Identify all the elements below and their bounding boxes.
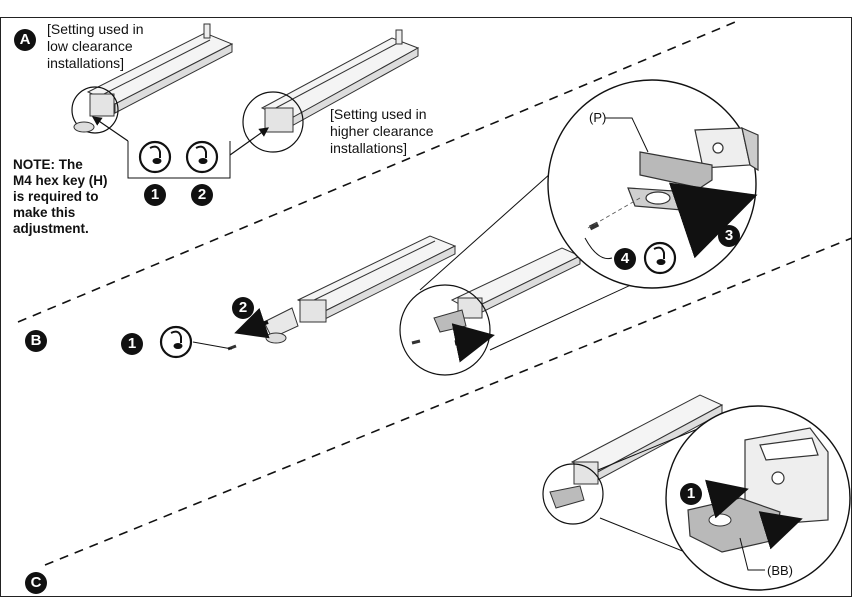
arrow-to-high: [229, 127, 269, 156]
arrow-insert-2: [758, 511, 803, 550]
step-b-2: 2: [232, 297, 254, 319]
step-a-2: 2: [191, 184, 213, 206]
rotate-cw-icon: [185, 140, 219, 174]
divider-b-c: [44, 237, 852, 566]
leader-screw: [192, 341, 233, 350]
bracket-assembled: [433, 247, 582, 333]
leader-bb: [739, 537, 765, 571]
arrow-remove-plate: [234, 307, 270, 339]
bracket-low-clearance: [86, 23, 234, 117]
divider-a-b: [17, 19, 741, 323]
arrow-insert-1: [705, 479, 749, 519]
arrow-to-low: [92, 116, 129, 142]
bracket-high-clearance: [260, 29, 420, 133]
washer-exploded: [265, 332, 287, 344]
caption-high-clearance: [Setting used in higher clearance instal…: [330, 106, 434, 156]
plate-bb-hole: [708, 513, 732, 527]
screw-small: [411, 339, 421, 345]
step-c-1: 1: [680, 483, 702, 505]
section-b-badge: B: [25, 330, 47, 352]
rotate-cw-icon: [643, 241, 677, 275]
rotate-ccw-icon: [159, 325, 193, 359]
leader-p: [605, 117, 649, 153]
step-b-3: 3: [718, 225, 740, 247]
step-a-1: 1: [144, 184, 166, 206]
bracket-end-c-detail: [744, 427, 829, 526]
section-c-badge: C: [25, 572, 47, 594]
section-a-badge: A: [14, 29, 36, 51]
zoom-circle-low: [71, 86, 119, 134]
step-b-4: 4: [614, 248, 636, 270]
note-hex-key: NOTE: The M4 hex key (H) is required to …: [13, 157, 108, 236]
step-bracket: [127, 141, 231, 179]
caption-low-clearance: [Setting used in low clearance installat…: [47, 21, 144, 71]
washer-low: [73, 121, 95, 133]
arrow-slide-small: [451, 323, 495, 363]
zoom-circle-b-large: [547, 79, 757, 289]
zoom-leader-top: [419, 164, 561, 291]
plate-bb-small: [549, 485, 585, 509]
leader-step-4: [584, 237, 613, 260]
label-plate-p: (P): [589, 110, 607, 125]
screw-axis: [587, 197, 641, 229]
zoom-leader-c-top: [597, 427, 701, 471]
zoom-circle-c-small: [542, 463, 604, 525]
rotate-ccw-icon: [138, 140, 172, 174]
bracket-end-detail: [694, 126, 759, 172]
label-plate-bb: (BB): [767, 563, 793, 578]
bracket-exploded: [263, 235, 457, 339]
arrow-slide-large: [668, 182, 758, 259]
screw-detail: [588, 221, 600, 231]
zoom-circle-high: [242, 91, 304, 153]
step-b-1: 1: [121, 333, 143, 355]
